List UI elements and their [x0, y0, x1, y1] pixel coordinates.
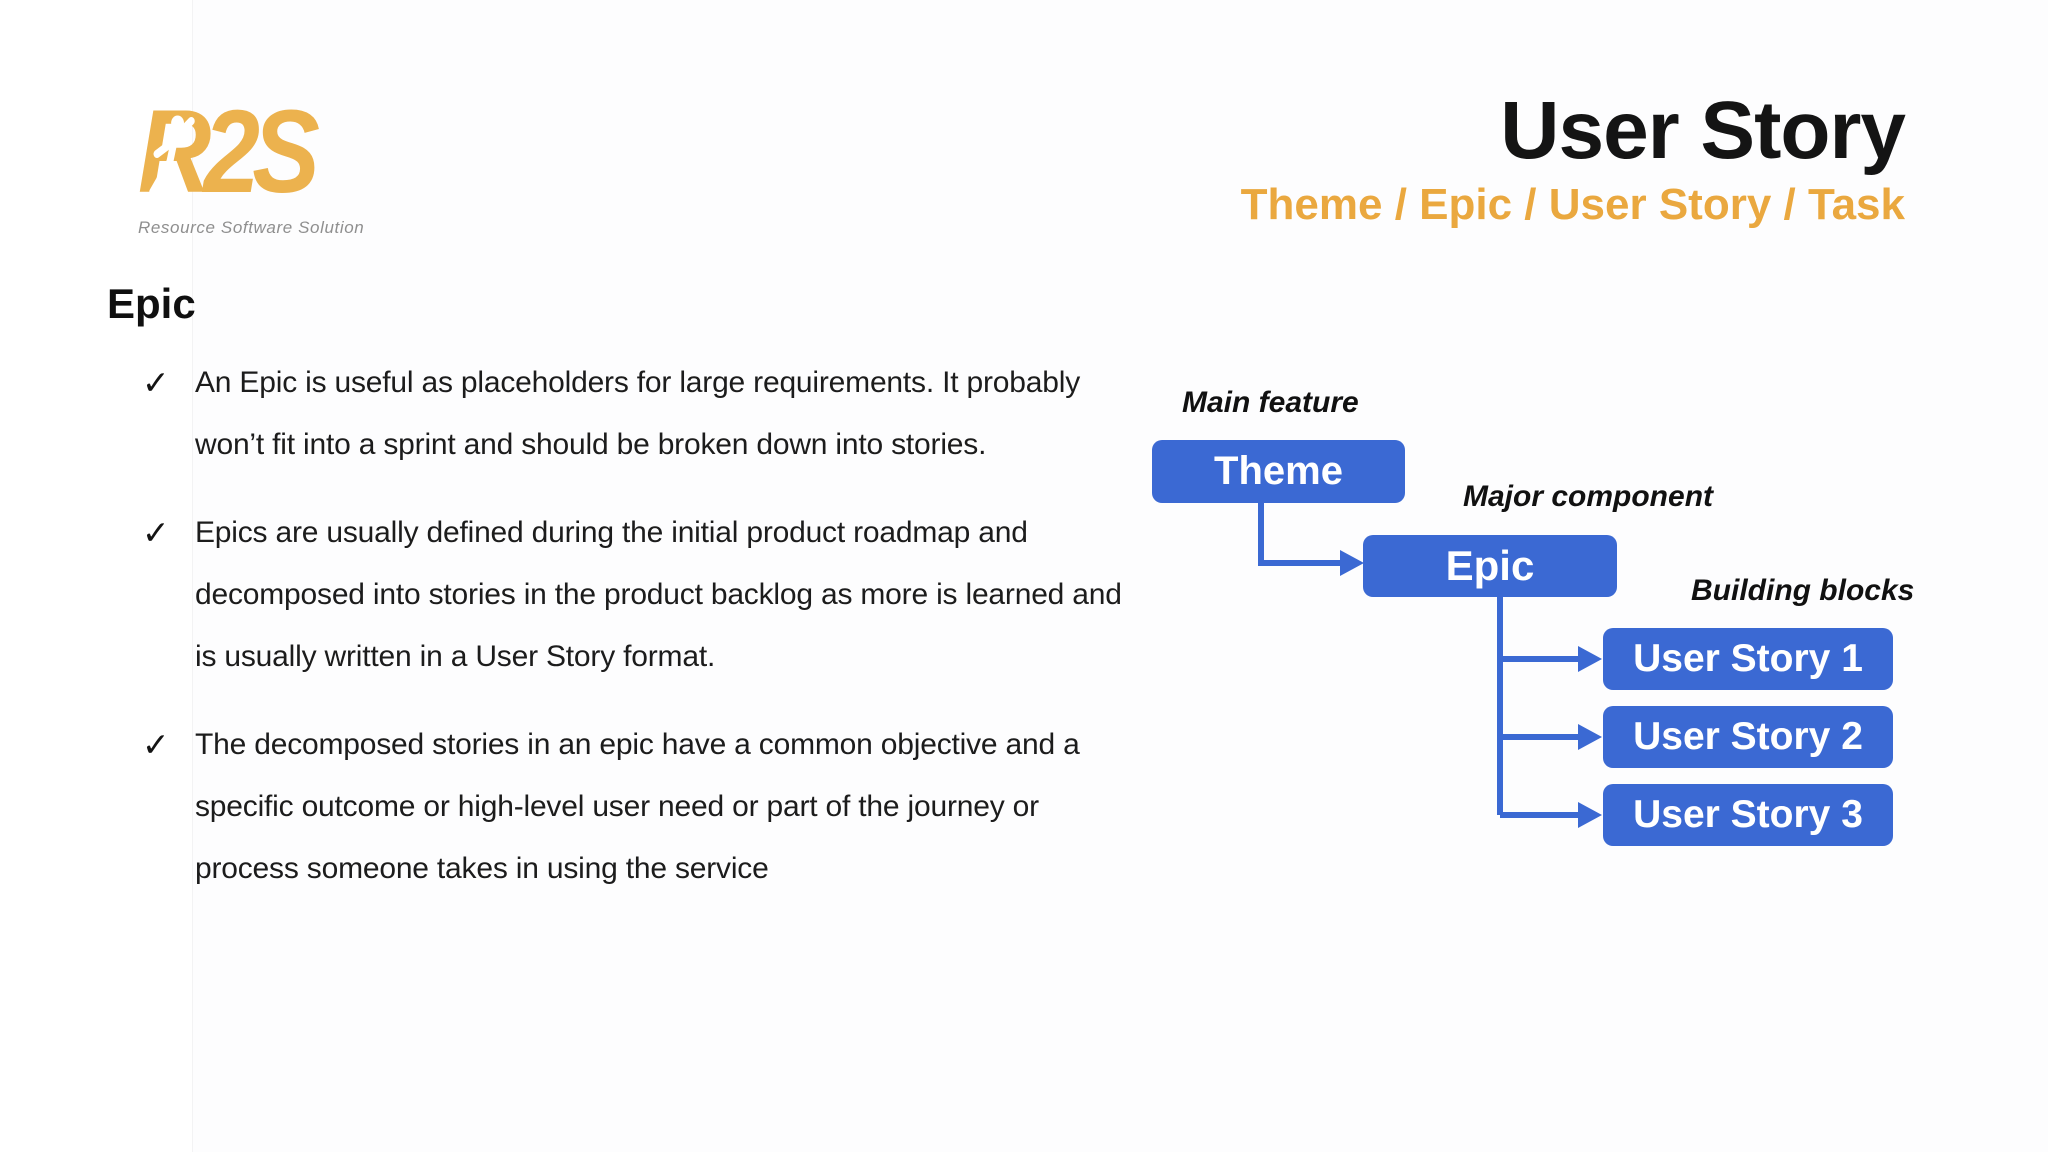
theme-node: Theme [1152, 440, 1405, 503]
header: User Story Theme / Epic / User Story / T… [1240, 84, 1906, 230]
slide-background-panel [192, 0, 2048, 1152]
person-icon [149, 115, 195, 198]
list-item: ✓ An Epic is useful as placeholders for … [142, 352, 1132, 476]
label-main-feature: Main feature [1182, 386, 1359, 419]
section-heading: Epic [107, 280, 196, 327]
check-icon: ✓ [142, 725, 170, 764]
user-story-2-node: User Story 2 [1603, 706, 1893, 768]
list-item: ✓ The decomposed stories in an epic have… [142, 714, 1132, 900]
bullet-text: Epics are usually defined during the ini… [195, 516, 1122, 673]
logo: R2S Resource Software Solution [138, 93, 368, 238]
bullet-text: The decomposed stories in an epic have a… [195, 728, 1080, 885]
check-icon: ✓ [142, 513, 170, 552]
page-subtitle: Theme / Epic / User Story / Task [1240, 180, 1905, 229]
epic-node: Epic [1363, 535, 1617, 597]
page-title: User Story [1500, 85, 1906, 176]
logo-tagline: Resource Software Solution [138, 218, 365, 237]
check-icon: ✓ [142, 363, 170, 402]
bullet-list: ✓ An Epic is useful as placeholders for … [142, 352, 1132, 926]
logo-letters: R2S [138, 86, 320, 218]
label-major-component: Major component [1463, 480, 1714, 513]
hierarchy-diagram: Main feature Major component Building bl… [1140, 380, 1930, 870]
user-story-1-node: User Story 1 [1603, 628, 1893, 690]
list-item: ✓ Epics are usually defined during the i… [142, 502, 1132, 688]
connector-arrows [1258, 503, 1602, 828]
logo-text: R2S [138, 93, 336, 211]
bullet-text: An Epic is useful as placeholders for la… [195, 366, 1080, 461]
label-building-blocks: Building blocks [1691, 574, 1915, 607]
user-story-3-node: User Story 3 [1603, 784, 1893, 846]
